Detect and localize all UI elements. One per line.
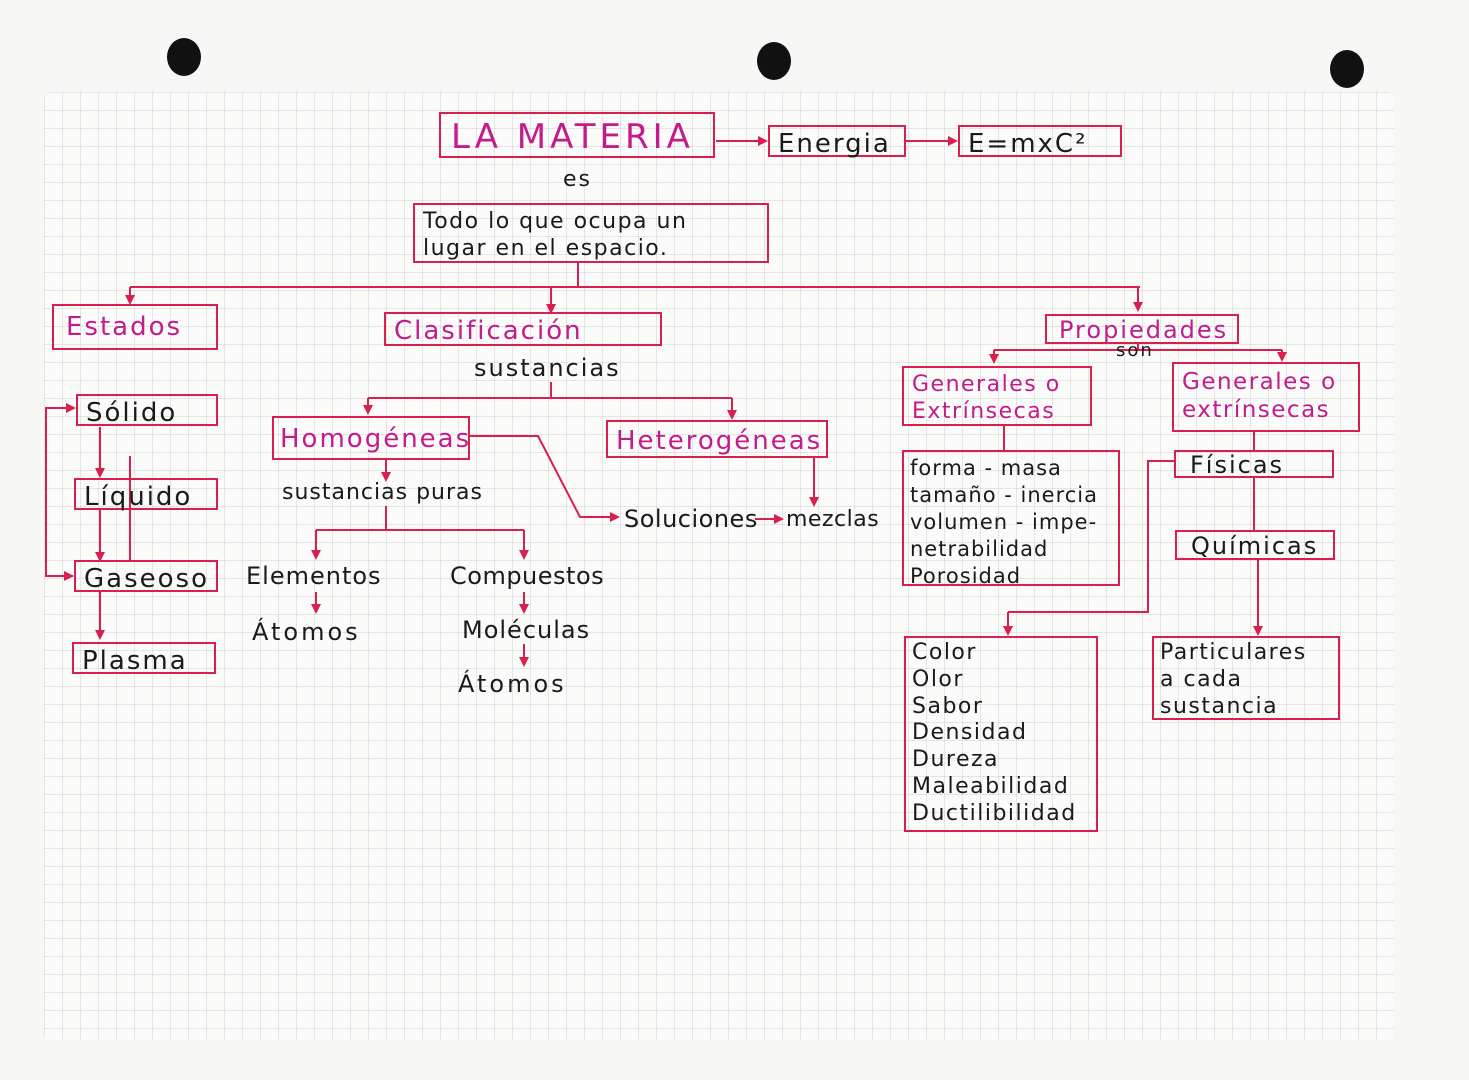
arrow-loop-left <box>45 403 76 577</box>
fisicas-item: Olor <box>912 666 964 692</box>
label-sustancias: sustancias <box>474 354 621 382</box>
label-soluciones: Soluciones <box>624 505 758 533</box>
label-compuestos: Compuestos <box>450 562 605 590</box>
node-quimicas: Químicas <box>1175 530 1335 560</box>
list-generales-extrinsecas: forma - masa tamaño - inercia volumen - … <box>902 450 1120 588</box>
generales-item: volumen - impe- <box>910 509 1098 534</box>
node-fisicas: Físicas <box>1174 450 1334 478</box>
node-generales-2: Generales o extrínsecas <box>1172 362 1360 432</box>
list-propiedades-fisicas: Color Olor Sabor Densidad Dureza Maleabi… <box>904 636 1098 832</box>
label-es: es <box>563 167 592 192</box>
generales-item: netrabilidad <box>910 536 1049 561</box>
label-moleculas: Moléculas <box>462 616 591 644</box>
node-formula: E=mxC² <box>958 125 1122 157</box>
fisicas-item: Sabor <box>912 693 984 719</box>
node-generales-1: Generales o Extrínsecas <box>902 366 1092 426</box>
label-son: son <box>1116 340 1154 361</box>
binder-hole-right <box>1330 50 1364 88</box>
generales-item: Porosidad <box>910 563 1022 588</box>
fisicas-item: Color <box>912 640 977 665</box>
node-heterogeneas: Heterogéneas <box>606 420 828 458</box>
node-gaseoso: Gaseoso <box>74 560 218 592</box>
label-atomos-2: Átomos <box>458 670 567 698</box>
fisicas-item: Ductilibilidad <box>912 800 1077 826</box>
particulares-line: Particulares <box>1160 640 1307 665</box>
node-la-materia: LA MATERIA <box>439 112 715 158</box>
node-plasma: Plasma <box>72 642 216 674</box>
list-particulares: Particulares a cada sustancia <box>1152 636 1340 720</box>
node-clasificacion: Clasificación <box>384 312 662 346</box>
fisicas-item: Dureza <box>912 747 1000 773</box>
generales-item: tamaño - inercia <box>910 482 1098 507</box>
fisicas-item: Maleabilidad <box>912 774 1070 800</box>
label-atomos-1: Átomos <box>252 618 361 646</box>
node-estados: Estados <box>52 304 218 350</box>
arrow-to-soluciones <box>470 435 620 522</box>
node-propiedades: Propiedades <box>1045 314 1239 344</box>
line-fisicas-branch <box>1008 460 1174 613</box>
node-energia: Energia <box>768 125 906 157</box>
binder-hole-left <box>167 38 201 76</box>
generales-item: forma - masa <box>910 456 1062 480</box>
label-elementos: Elementos <box>246 562 382 590</box>
node-definition: Todo lo que ocupa un lugar en el espacio… <box>413 203 769 263</box>
binder-hole-center <box>757 42 791 80</box>
node-liquido: Líquido <box>74 478 218 510</box>
graph-paper-sheet <box>44 92 1394 1040</box>
label-sustancias-puras: sustancias puras <box>282 480 483 505</box>
particulares-line: a cada <box>1160 666 1243 692</box>
fisicas-item: Densidad <box>912 720 1028 746</box>
particulares-line: sustancia <box>1160 693 1279 719</box>
node-homogeneas: Homogéneas <box>272 416 470 460</box>
node-solido: Sólido <box>76 394 218 426</box>
label-mezclas: mezclas <box>786 507 880 532</box>
